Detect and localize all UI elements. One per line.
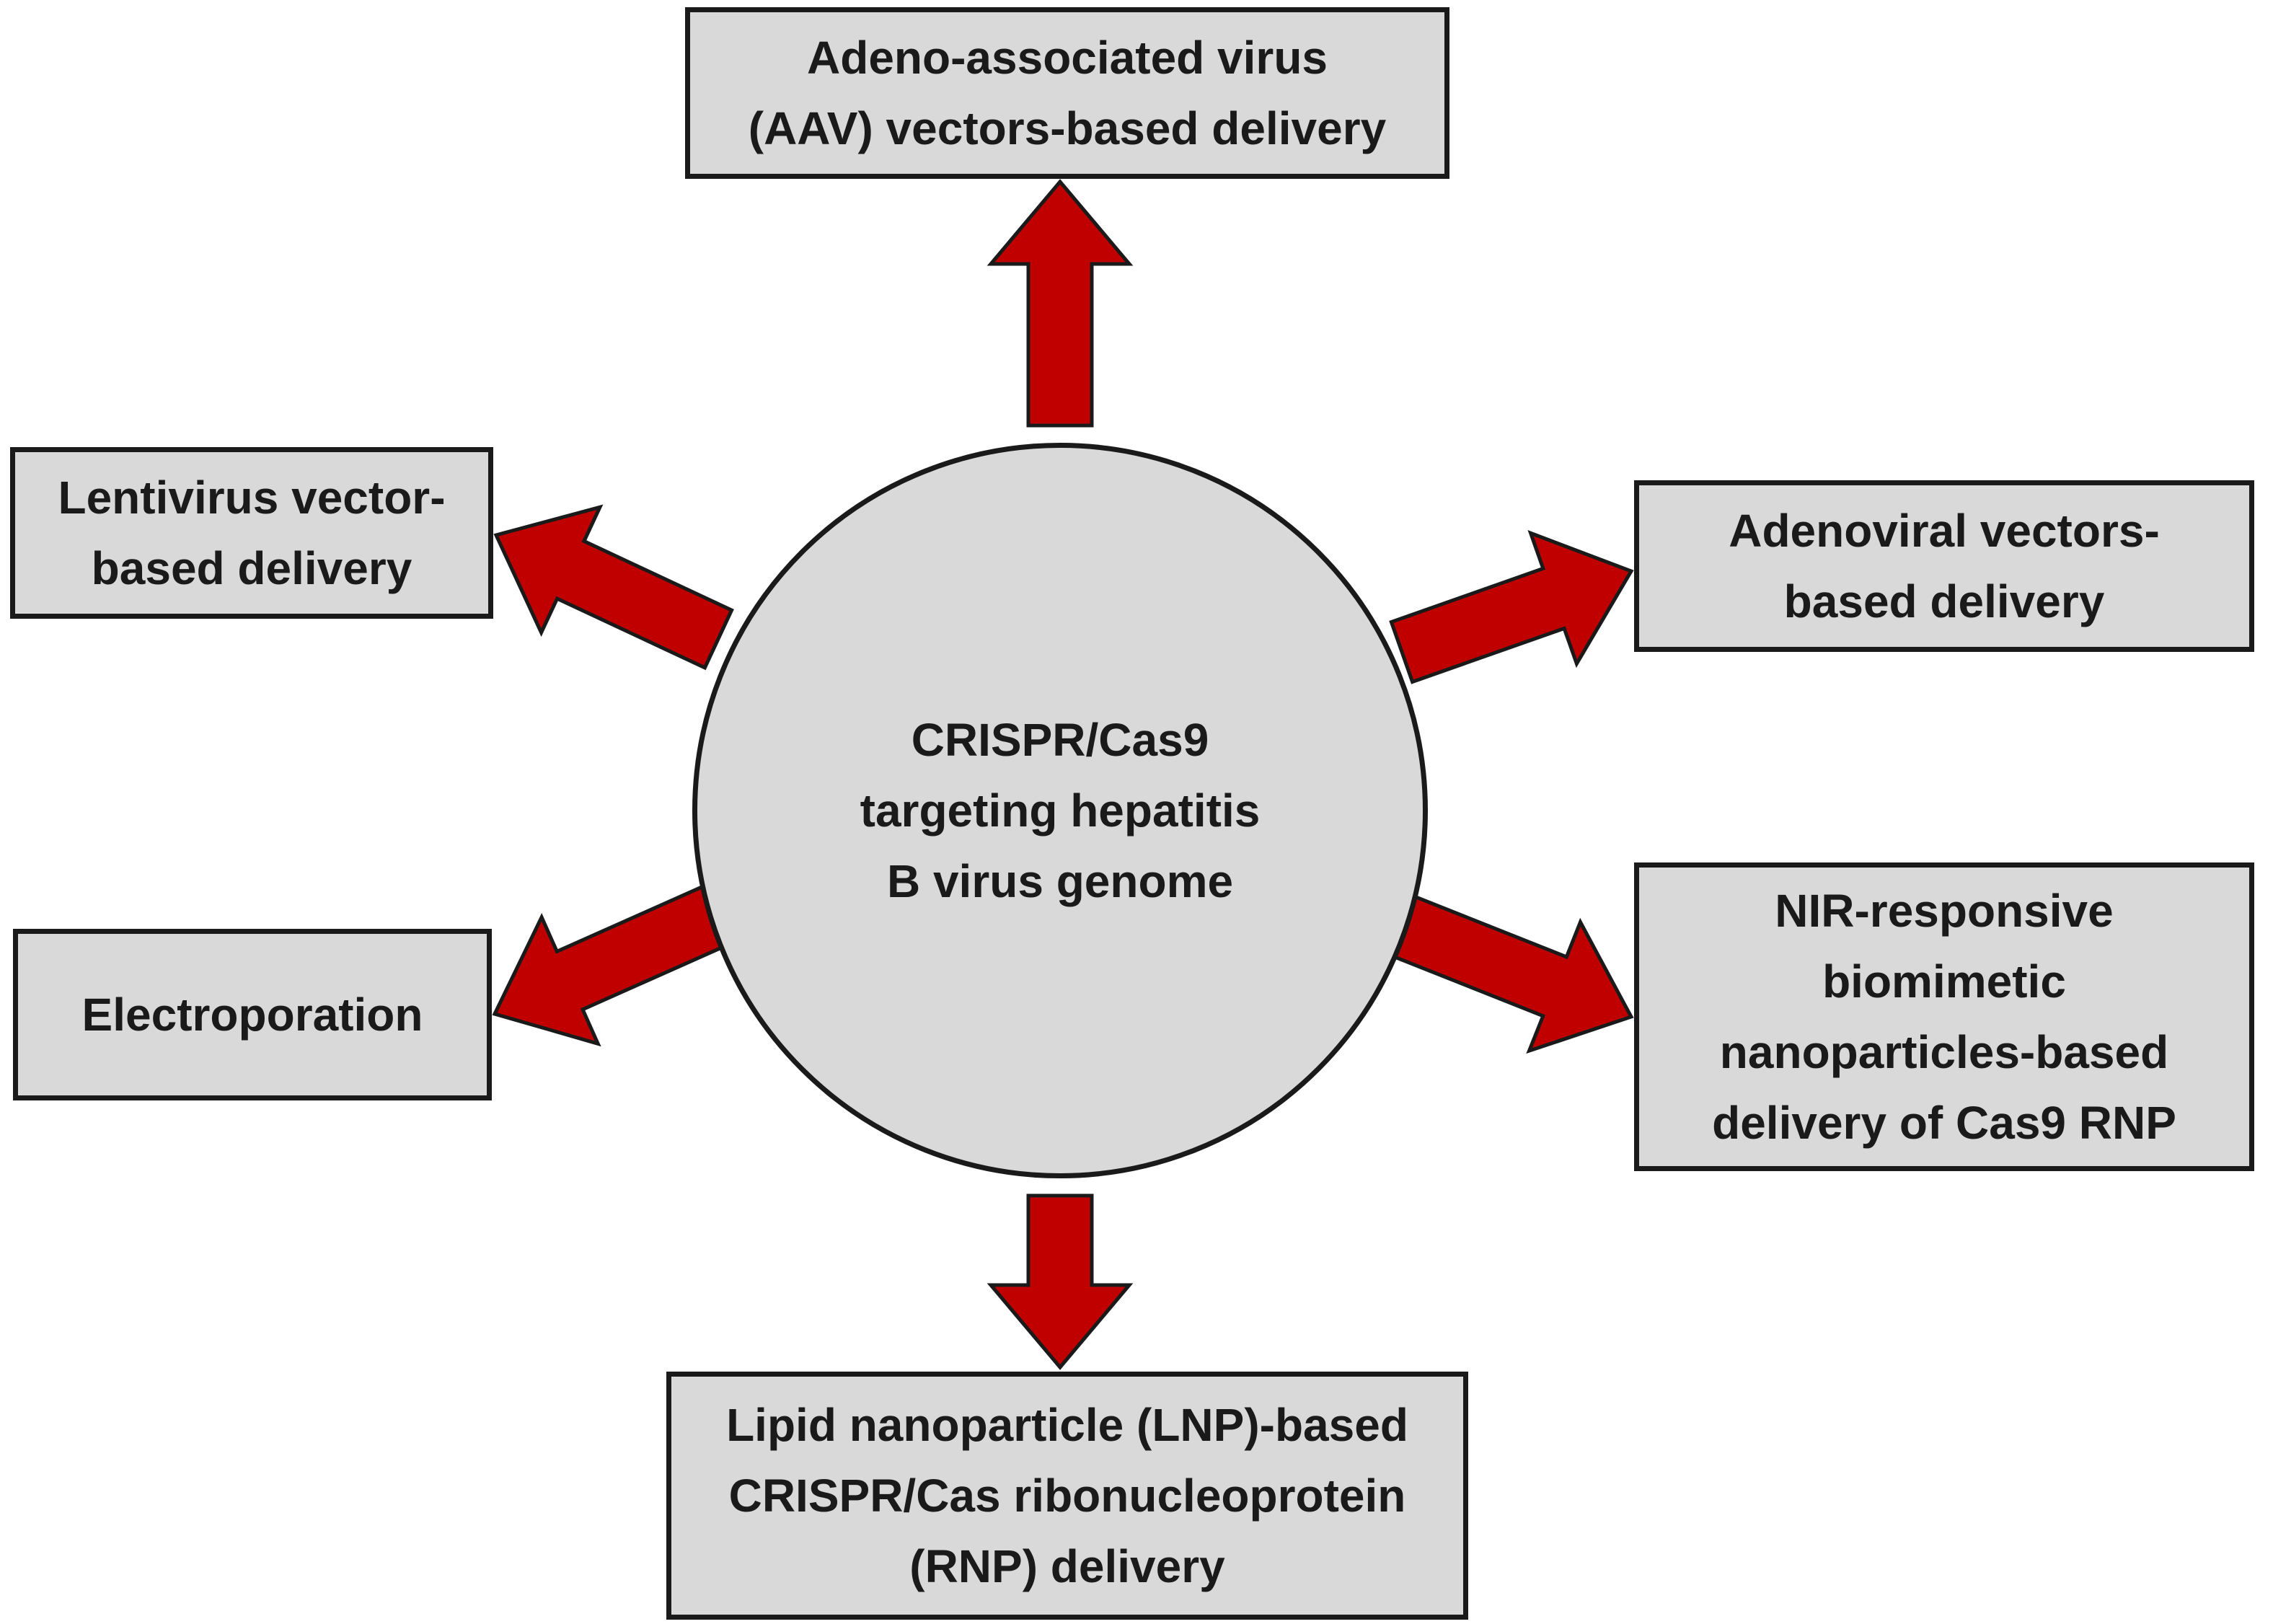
arrow-to-lentivirus xyxy=(493,504,734,671)
arrow-to-adenoviral xyxy=(1389,530,1634,684)
node-label-aav: Adeno-associated virus (AAV) vectors-bas… xyxy=(748,32,1387,154)
arrow-to-nir xyxy=(1385,892,1634,1054)
node-label-nir: NIR-responsive biomimetic nanoparticles-… xyxy=(1712,885,2176,1149)
node-aav-delivery: Adeno-associated virus (AAV) vectors-bas… xyxy=(685,7,1449,179)
center-circle-crispr: CRISPR/Cas9 targeting hepatitis B virus … xyxy=(692,443,1428,1178)
node-nir-nanoparticles-delivery: NIR-responsive biomimetic nanoparticles-… xyxy=(1634,862,2254,1171)
node-label-electroporation: Electroporation xyxy=(81,989,423,1041)
node-adenoviral-delivery: Adenoviral vectors- based delivery xyxy=(1634,480,2254,652)
arrow-to-electroporation xyxy=(492,883,734,1047)
node-lnp-rnp-delivery: Lipid nanoparticle (LNP)-based CRISPR/Ca… xyxy=(666,1372,1468,1620)
node-label-lentivirus: Lentivirus vector- based delivery xyxy=(58,472,446,594)
arrow-to-lnp xyxy=(987,1193,1134,1370)
node-label-lnp: Lipid nanoparticle (LNP)-based CRISPR/Ca… xyxy=(726,1399,1408,1592)
center-label: CRISPR/Cas9 targeting hepatitis B virus … xyxy=(860,714,1261,907)
node-lentivirus-delivery: Lentivirus vector- based delivery xyxy=(10,447,493,619)
node-label-adenoviral: Adenoviral vectors- based delivery xyxy=(1729,505,2160,627)
arrow-to-aav xyxy=(987,179,1134,428)
node-electroporation: Electroporation xyxy=(13,929,492,1100)
